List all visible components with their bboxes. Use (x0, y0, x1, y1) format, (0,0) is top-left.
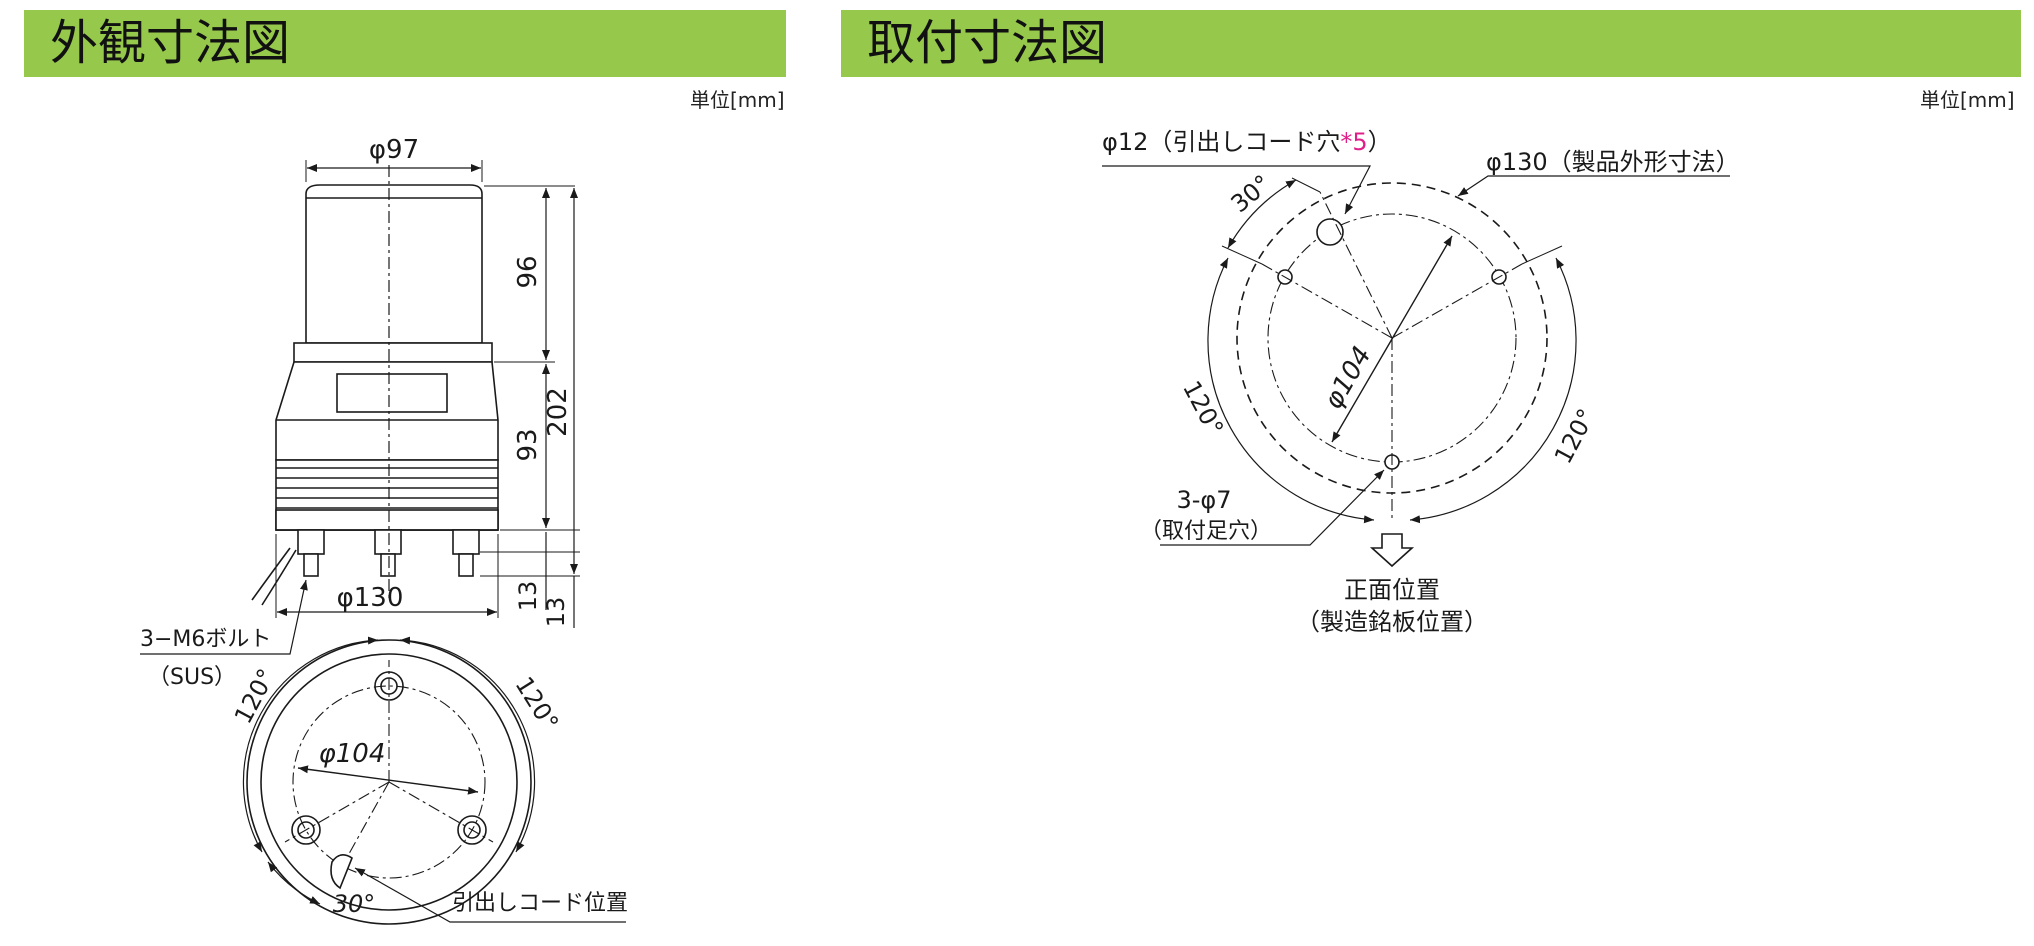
dim-h-total: 202 (543, 387, 573, 437)
front-position-sub: （製造銘板位置） (1296, 608, 1488, 636)
cord-position-label: 引出しコード位置 (452, 891, 628, 916)
right-header-bar: 取付寸法図 (841, 10, 2021, 77)
dim-h-b1: 13 (514, 581, 542, 612)
outer-dia-label: φ130（製品外形寸法） (1486, 148, 1740, 176)
dim-h-mid: 93 (513, 428, 543, 461)
left-drawing (140, 160, 626, 925)
dim-h-top: 96 (513, 255, 543, 288)
hole-note: *5 (1340, 128, 1367, 156)
dim-top-dia: φ97 (369, 135, 419, 165)
angle-30: 30° (1226, 169, 1277, 218)
angle-right: 120° (510, 672, 564, 736)
bolt-label: 3−M6ボルト (140, 627, 271, 652)
mount-holes: 3-φ7 (1176, 486, 1231, 514)
left-title: 外観寸法図 (50, 15, 291, 71)
left-unit-label: 単位[mm] (690, 88, 785, 112)
hole-label: φ12（引出しコード穴*5） (1102, 128, 1392, 156)
right-dimension-labels: φ12（引出しコード穴*5） φ130（製品外形寸法） 30° φ104 120… (1102, 128, 1740, 636)
left-header-bar: 外観寸法図 (24, 10, 786, 77)
dim-pcd-left: φ104 (319, 739, 386, 769)
dim-base-dia: φ130 (337, 583, 404, 613)
angle-left: 120° (229, 664, 281, 728)
right-unit-label: 単位[mm] (1920, 88, 2015, 112)
front-position: 正面位置 (1344, 576, 1440, 604)
right-drawing (1102, 165, 1730, 568)
mount-holes-sub: （取付足穴） (1140, 519, 1272, 544)
right-title: 取付寸法図 (867, 15, 1108, 71)
angle-bottom: 30° (333, 890, 376, 918)
angle-right-right: 120° (1549, 404, 1601, 468)
dim-h-b2: 13 (542, 597, 570, 628)
bolt-material: （SUS） (148, 665, 236, 690)
